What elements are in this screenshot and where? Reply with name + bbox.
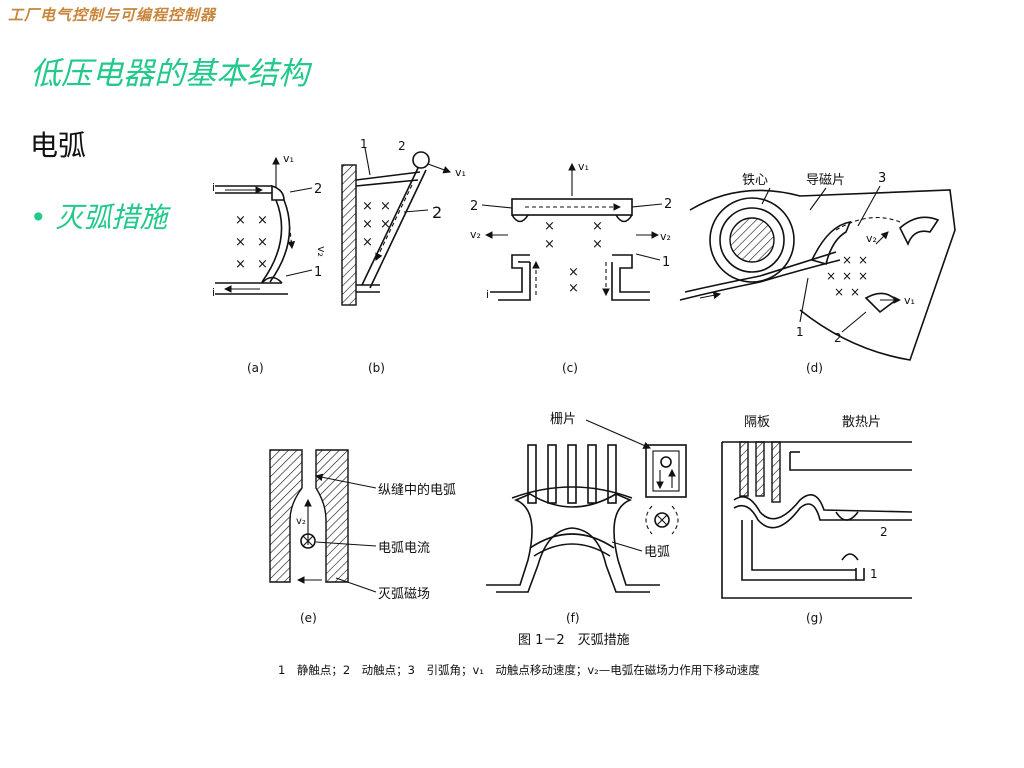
x-mark: ×	[842, 253, 852, 267]
v2-symbol-a: v₂	[315, 246, 328, 257]
x-mark: ×	[362, 199, 373, 214]
x-mark: ×	[544, 237, 555, 252]
label-f: (f)	[566, 611, 580, 625]
x-mark: ×	[858, 269, 868, 283]
x-mark: ×	[826, 269, 836, 283]
label-3-d: 3	[878, 171, 886, 186]
diagram-b: v₁ 1 2 2 × × × × × (b)	[341, 137, 466, 375]
label-2-c-left: 2	[470, 199, 478, 214]
v1-symbol-b: v₁	[455, 166, 466, 179]
figure-legend: 1 静触点；2 动触点；3 引弧角；v₁ 动触点移动速度；v₂—电弧在磁场力作用…	[278, 663, 760, 677]
label-1-c: 1	[662, 255, 670, 270]
x-mark: ×	[834, 285, 844, 299]
label-2-g: 2	[880, 525, 888, 539]
label-1-g: 1	[870, 567, 878, 581]
v2-symbol-c-left: v₂	[470, 228, 481, 241]
x-mark: ×	[592, 237, 603, 252]
v2-symbol-d: v₂	[866, 232, 877, 245]
v2-symbol-e: v₂	[296, 516, 306, 527]
label-2-b-top: 2	[398, 139, 406, 153]
i-symbol-c: i	[486, 288, 489, 301]
callout-daocipian: 导磁片	[806, 173, 845, 188]
x-mark: ×	[858, 253, 868, 267]
label-2-b: 2	[432, 203, 442, 222]
v1-symbol-a: v₁	[283, 152, 294, 165]
callout-dianhu: 电弧	[644, 545, 670, 560]
page-title: 低压电器的基本结构	[30, 56, 309, 92]
i-symbol-a-bottom: i	[212, 286, 215, 299]
bullet-item: • 灭弧措施	[30, 196, 167, 236]
label-e: (e)	[300, 611, 317, 625]
diagram-e: v₂ 纵缝中的电弧 电弧电流 灭弧磁场 (e)	[269, 449, 456, 625]
v1-symbol-d: v₁	[904, 294, 915, 307]
x-mark: ×	[362, 235, 373, 250]
label-2-a: 2	[314, 182, 322, 197]
callout-dianhu-dianliu: 电弧电流	[378, 541, 430, 556]
course-header: 工厂电气控制与可编程控制器	[8, 6, 217, 24]
diagram-c: v₁ 2 2 v₂ v₂ 1 i × × × × × × (c)	[470, 160, 672, 375]
x-mark: ×	[544, 219, 555, 234]
diagram-d: v₂ v₁ 1 2 铁心 导磁片 3 × × × × × × × (d)	[679, 171, 956, 375]
x-mark: ×	[842, 269, 852, 283]
callout-miehu-cichang: 灭弧磁场	[378, 587, 430, 602]
label-c: (c)	[562, 361, 578, 375]
diagram-a: v₁ v₂ 2 1 i i × × × × × × (a)	[212, 152, 328, 375]
label-1-a: 1	[314, 265, 322, 280]
callout-zongfeng: 纵缝中的电弧	[378, 482, 456, 498]
x-mark: ×	[257, 257, 268, 272]
i-symbol-a-top: i	[212, 181, 215, 194]
section-subtitle: 电弧	[30, 129, 87, 162]
callout-shanpian: 栅片	[550, 412, 576, 427]
label-d: (d)	[806, 361, 823, 375]
v2-symbol-c-right: v₂	[660, 230, 671, 243]
x-mark: ×	[850, 285, 860, 299]
label-1-d: 1	[796, 325, 804, 339]
diagram-f: 栅片 电弧 (f)	[486, 412, 687, 625]
callout-sanrepian: 散热片	[842, 415, 881, 430]
label-b: (b)	[368, 361, 385, 375]
x-mark: ×	[568, 265, 579, 280]
diagram-g: 2 1 隔板 散热片 (g)	[721, 415, 913, 625]
bullet-text: 灭弧措施	[55, 201, 168, 234]
bullet-symbol: •	[30, 201, 47, 234]
x-mark: ×	[592, 219, 603, 234]
x-mark: ×	[362, 217, 373, 232]
label-2-d: 2	[834, 331, 842, 345]
callout-tiexin: 铁心	[742, 173, 768, 188]
x-mark: ×	[380, 217, 391, 232]
x-mark: ×	[380, 199, 391, 214]
x-mark: ×	[235, 257, 246, 272]
x-mark: ×	[257, 213, 268, 228]
callout-geban: 隔板	[744, 415, 770, 430]
figure-caption: 图 1－2 灭弧措施	[518, 633, 630, 648]
label-g: (g)	[806, 611, 823, 625]
x-mark: ×	[235, 235, 246, 250]
x-mark: ×	[235, 213, 246, 228]
label-a: (a)	[247, 361, 264, 375]
label-2-c-right: 2	[664, 197, 672, 212]
v1-symbol-c: v₁	[578, 160, 589, 173]
x-mark: ×	[257, 235, 268, 250]
x-mark: ×	[568, 281, 579, 296]
label-1-b: 1	[360, 137, 368, 151]
